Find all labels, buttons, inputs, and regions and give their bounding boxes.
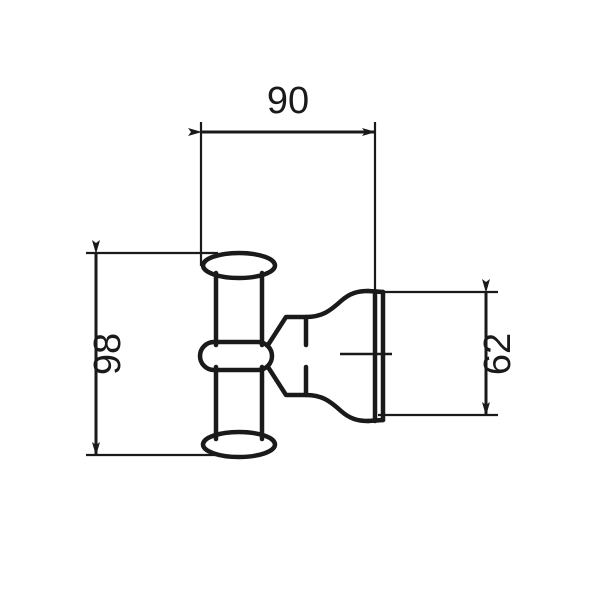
top-knob-ellipse (200, 250, 278, 281)
bracket-upper-profile (265, 288, 371, 348)
flange-bottom-cap (365, 417, 386, 424)
product-outline (197, 250, 386, 460)
dimension-label-height: 98 (87, 333, 129, 375)
flange-top-cap (365, 288, 386, 295)
dimension-height-98: 98 (86, 240, 218, 457)
dimension-label-width: 90 (267, 80, 309, 122)
middle-collar (197, 339, 275, 373)
dimension-flange-62: 62 (378, 279, 519, 417)
dimension-width-90: 90 (188, 80, 377, 296)
bottom-knob-ellipse (200, 429, 278, 460)
bracket-lower-profile (265, 364, 371, 424)
dimension-label-flange: 62 (477, 333, 519, 375)
